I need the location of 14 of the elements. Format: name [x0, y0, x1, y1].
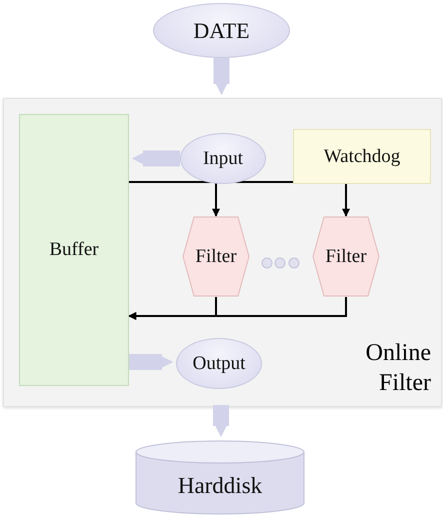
- process-box: Buffer: [19, 114, 129, 386]
- ellipse-node: Input: [180, 133, 266, 184]
- process-box: Watchdog: [293, 129, 431, 184]
- hexagon-node: Filter: [182, 216, 250, 297]
- block-arrow: [214, 58, 230, 96]
- hexagon-node: Filter: [312, 216, 380, 297]
- panel-title: Online Filter: [364, 339, 431, 398]
- module-panel: [3, 98, 442, 407]
- block-arrow: [129, 354, 174, 370]
- ellipse-node: Output: [176, 338, 262, 389]
- ellipse-node: DATE: [153, 3, 290, 58]
- block-arrow: [132, 150, 180, 166]
- arrow: [128, 297, 347, 320]
- block-arrow: [213, 405, 229, 438]
